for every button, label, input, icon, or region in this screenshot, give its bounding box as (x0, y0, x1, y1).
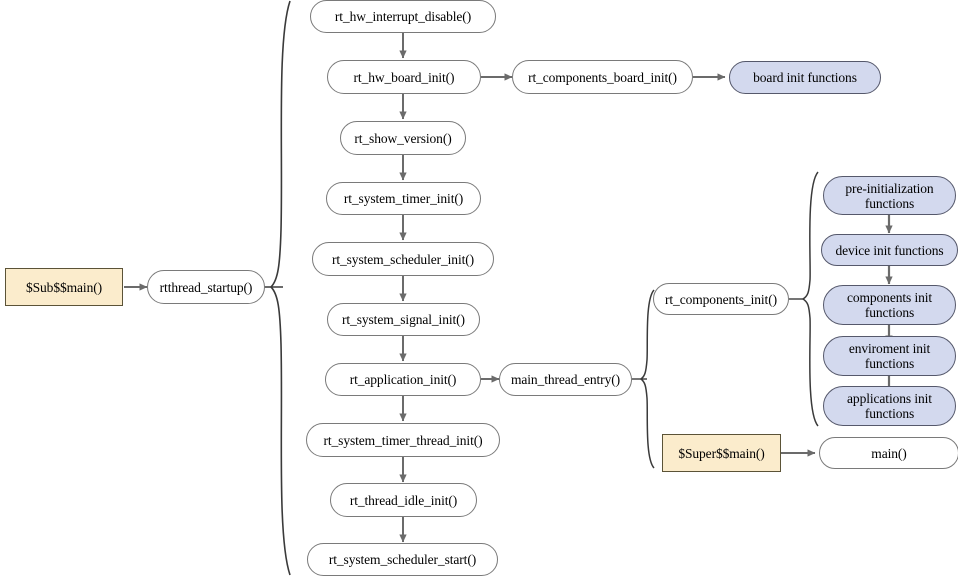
node-rt-system-scheduler-start[interactable]: rt_system_scheduler_start() (307, 543, 498, 576)
node-pre-initialization-functions[interactable]: pre-initialization functions (823, 176, 956, 215)
node-rt-system-timer-init[interactable]: rt_system_timer_init() (326, 182, 481, 215)
node-applications-init-functions[interactable]: applications init functions (823, 386, 956, 426)
node-rt-show-version[interactable]: rt_show_version() (340, 121, 466, 155)
node-rt-hw-interrupt-disable-label: rt_hw_interrupt_disable() (334, 9, 472, 24)
node-components-init-functions[interactable]: components init functions (823, 285, 956, 325)
node-rt-system-timer-thread-init-label: rt_system_timer_thread_init() (323, 432, 483, 448)
brace-startup-sequence (269, 0, 291, 576)
node-enviroment-init-functions[interactable]: enviroment init functions (823, 336, 956, 376)
node-rt-system-scheduler-init-label: rt_system_scheduler_init() (331, 251, 475, 267)
node-components-init-functions-label: components init functions (846, 290, 933, 320)
node-rt-application-init-label: rt_application_init() (349, 372, 457, 387)
node-main-label: main() (871, 445, 907, 461)
node-rt-thread-idle-init[interactable]: rt_thread_idle_init() (330, 483, 477, 517)
node-rt-application-init[interactable]: rt_application_init() (325, 363, 481, 396)
node-sub-main-label: $Sub$$main() (25, 279, 103, 295)
node-rt-system-signal-init-label: rt_system_signal_init() (342, 312, 465, 327)
node-main-thread-entry[interactable]: main_thread_entry() (499, 363, 632, 396)
brace-init-functions (801, 171, 819, 427)
node-rt-system-scheduler-init[interactable]: rt_system_scheduler_init() (312, 242, 494, 276)
node-rt-system-signal-init[interactable]: rt_system_signal_init() (327, 303, 480, 336)
node-super-main[interactable]: $Super$$main() (662, 434, 781, 472)
node-rt-hw-board-init[interactable]: rt_hw_board_init() (327, 60, 481, 94)
node-rt-components-init[interactable]: rt_components_init() (653, 283, 789, 315)
node-sub-main[interactable]: $Sub$$main() (5, 268, 123, 306)
node-rt-thread-idle-init-label: rt_thread_idle_init() (349, 492, 458, 508)
node-rt-components-init-label: rt_components_init() (665, 291, 777, 307)
node-board-init-functions[interactable]: board init functions (729, 61, 881, 94)
node-rt-show-version-label: rt_show_version() (354, 130, 452, 146)
node-rt-components-board-init[interactable]: rt_components_board_init() (512, 60, 693, 94)
node-enviroment-init-functions-label: enviroment init functions (848, 341, 931, 371)
brace-main-thread-entry-group (639, 289, 655, 469)
node-device-init-functions[interactable]: device init functions (821, 234, 958, 266)
node-board-init-functions-label: board init functions (753, 70, 857, 85)
node-super-main-label: $Super$$main() (678, 445, 765, 461)
node-rt-system-scheduler-start-label: rt_system_scheduler_start() (328, 552, 477, 567)
node-rtthread-startup-label: rtthread_startup() (159, 279, 253, 295)
node-rt-components-board-init-label: rt_components_board_init() (528, 69, 677, 85)
node-rtthread-startup[interactable]: rtthread_startup() (147, 270, 265, 304)
node-rt-hw-interrupt-disable[interactable]: rt_hw_interrupt_disable() (310, 0, 496, 33)
node-rt-hw-board-init-label: rt_hw_board_init() (353, 69, 455, 85)
node-applications-init-functions-label: applications init functions (847, 391, 932, 421)
node-main-thread-entry-label: main_thread_entry() (510, 372, 621, 387)
node-rt-system-timer-init-label: rt_system_timer_init() (343, 191, 464, 206)
node-main[interactable]: main() (819, 437, 958, 469)
node-rt-system-timer-thread-init[interactable]: rt_system_timer_thread_init() (306, 423, 500, 457)
node-device-init-functions-label: device init functions (835, 242, 944, 258)
node-pre-initialization-functions-label: pre-initialization functions (845, 180, 934, 211)
